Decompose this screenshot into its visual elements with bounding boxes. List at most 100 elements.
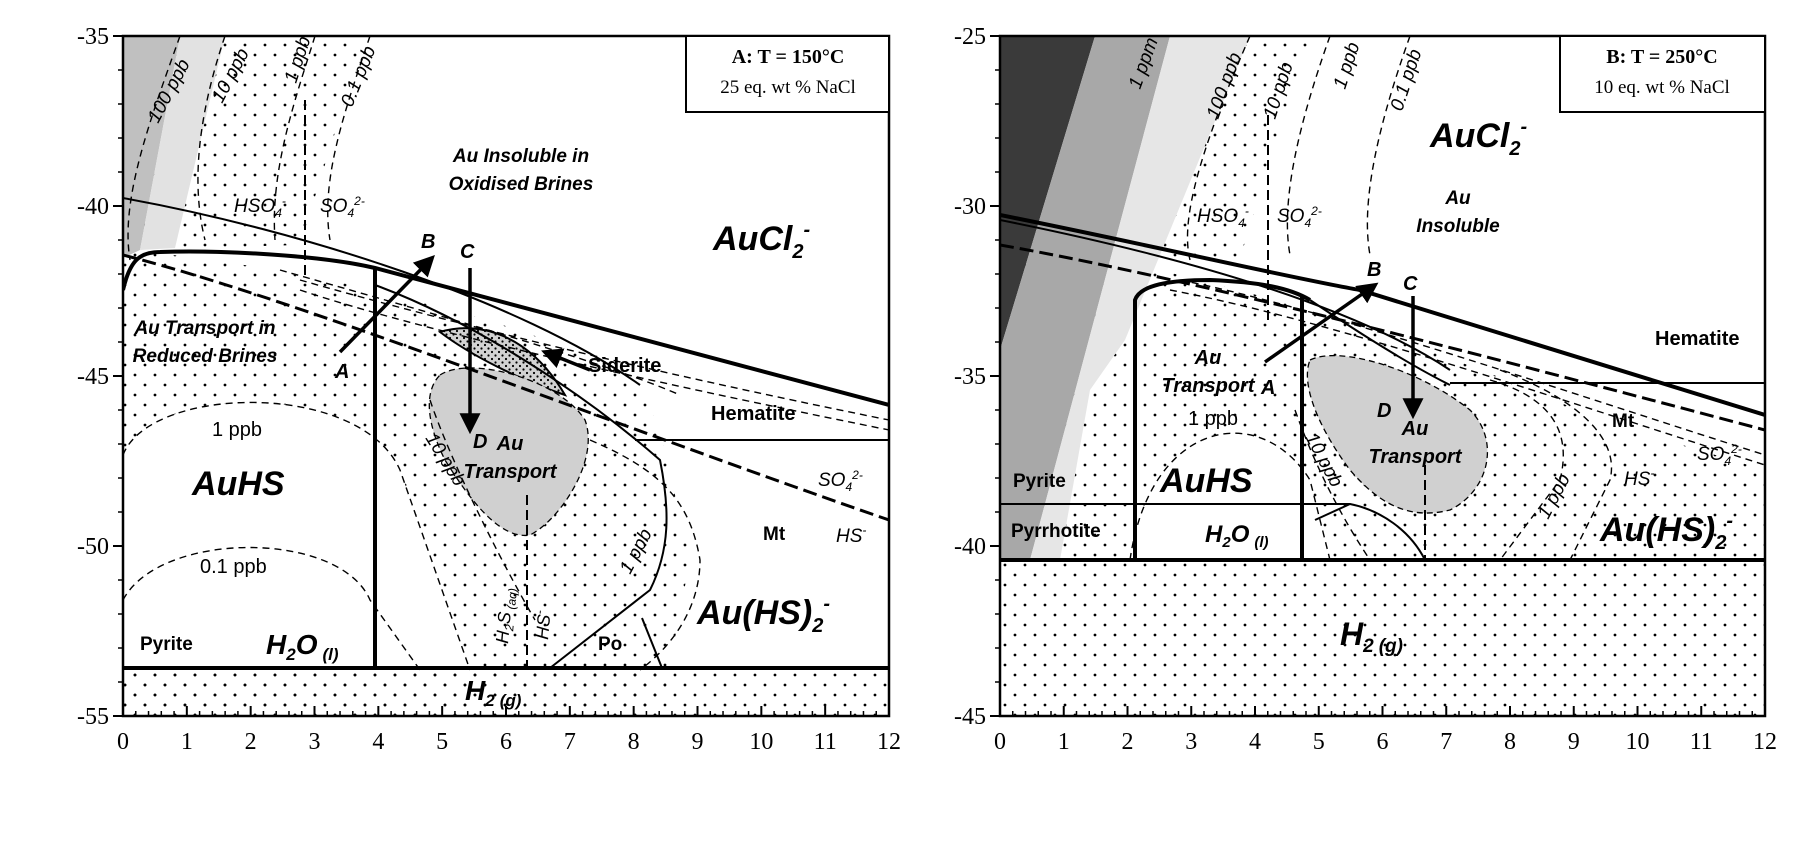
panel-b-label-hematite: Hematite — [1655, 328, 1739, 350]
a-x-tick-label: 8 — [628, 729, 640, 755]
panel-a-label-so4: SO42- — [320, 194, 365, 220]
a-x-tick-label: 6 — [500, 729, 512, 755]
panel-b-label-hs-right: HS- — [1624, 466, 1654, 490]
b-x-tick-label: 11 — [1690, 729, 1713, 755]
panel-a-y-axis: -35 -40 -45 -50 -55 — [77, 24, 123, 730]
panel-b-point-a: A — [1260, 377, 1275, 399]
panel-a-auhs-1ppb-zone — [123, 402, 470, 670]
panel-b-label-insoluble-1: Au — [1444, 188, 1471, 209]
panel-a-point-a: A — [334, 361, 349, 383]
panel-b-subtitle: 10 eq. wt % NaCl — [1594, 77, 1730, 98]
panel-b-title: B: T = 250°C — [1606, 46, 1717, 68]
panel-b-label-h2o: H2O(l) — [1205, 521, 1269, 551]
panel-b-label-insoluble-2: Insoluble — [1416, 216, 1500, 237]
panel-b-label-mt: Mt — [1612, 411, 1635, 432]
panel-b-label-1ppb: 1 ppb — [1330, 40, 1365, 92]
a-x-tick-label: 0 — [117, 729, 129, 755]
panel-b-label-auhs2: Au(HS)2- — [1599, 510, 1733, 554]
a-x-tick-label: 11 — [814, 729, 837, 755]
b-x-tick-label: 1 — [1058, 729, 1070, 755]
panel-b-label-auhs: AuHS — [1159, 462, 1253, 500]
panel-b-auhs-zone — [1130, 433, 1330, 560]
b-x-tick-label: 6 — [1377, 729, 1389, 755]
panel-a-label-1ppb-lower: 1 ppb — [212, 419, 262, 441]
b-y-tick-label: -35 — [954, 364, 986, 390]
panel-a-point-c: C — [460, 241, 475, 263]
panel-a-label-mt: Mt — [763, 524, 786, 545]
a-y-tick-label: -50 — [77, 534, 109, 560]
panel-b-label-hso4: HSO4- — [1197, 204, 1249, 230]
b-x-tick-label: 4 — [1249, 729, 1261, 755]
a-x-tick-label: 3 — [309, 729, 321, 755]
b-x-tick-label: 10 — [1626, 729, 1650, 755]
panel-b-title-box — [1559, 35, 1766, 113]
panel-a-label-transport-reduced-1: Au Transport in — [133, 318, 275, 339]
a-y-tick-label: -35 — [77, 24, 109, 50]
panel-a-label-hematite: Hematite — [711, 403, 795, 425]
panel-b-point-c: C — [1403, 273, 1418, 295]
b-x-tick-label: 7 — [1440, 729, 1452, 755]
a-x-tick-label: 10 — [749, 729, 773, 755]
panel-b-label-so4-right: SO42- — [1697, 442, 1742, 468]
a-y-tick-label: -45 — [77, 364, 109, 390]
panel-b-point-b: B — [1367, 259, 1381, 281]
panel-a-label-hso4: HSO4- — [234, 194, 286, 220]
panel-a-label-so4-right: SO42- — [818, 468, 863, 494]
panel-a-label-siderite: Siderite — [588, 355, 661, 377]
panel-b-gray-10ppb — [1030, 36, 1250, 560]
panel-b-h2g-dotted — [1000, 560, 1765, 716]
panel-a-label-insoluble-2: Oxidised Brines — [449, 174, 594, 195]
a-x-tick-label: 7 — [564, 729, 576, 755]
panel-b-label-au-transport-1: Au — [1401, 418, 1429, 440]
a-y-tick-label: -55 — [77, 704, 109, 730]
panel-b-label-pyrite: Pyrite — [1013, 471, 1066, 492]
panel-a-label-h2g: H2(g) — [465, 675, 522, 710]
b-x-tick-label: 8 — [1504, 729, 1516, 755]
panel-b-au-transport-field — [1306, 354, 1489, 514]
panel-a-title-box — [685, 35, 890, 113]
panel-b-label-so4: SO42- — [1277, 204, 1322, 230]
a-x-tick-label: 1 — [181, 729, 193, 755]
panel-a-label-pyrite: Pyrite — [140, 634, 193, 655]
panel-b-label-1ppb-lower: 1 ppb — [1188, 408, 1238, 430]
panel-a-label-po: Po — [598, 634, 622, 655]
panel-a-label-h2o: H2O(l) — [266, 629, 339, 664]
panel-a-label-auhs: AuHS — [191, 465, 285, 503]
panel-a-title: A: T = 150°C — [732, 46, 845, 68]
panel-a-point-d: D — [473, 431, 487, 453]
panel-a-label-transport-reduced-2: Reduced Brines — [133, 346, 278, 367]
a-x-tick-label: 12 — [877, 729, 901, 755]
a-x-tick-label: 2 — [245, 729, 257, 755]
panel-a-label-hs-right: HS- — [836, 523, 866, 547]
panel-a-label-au-transport-2: Transport — [464, 461, 558, 483]
b-x-tick-label: 9 — [1568, 729, 1580, 755]
b-x-tick-label: 3 — [1185, 729, 1197, 755]
b-y-tick-label: -40 — [954, 534, 986, 560]
panel-b-gray-100ppb — [1000, 36, 1170, 560]
panel-a-gray-100ppb — [123, 36, 180, 258]
panel-a-label-hs-vertical: HS- — [530, 610, 554, 641]
b-x-tick-label: 0 — [994, 729, 1006, 755]
a-x-tick-label: 5 — [436, 729, 448, 755]
panel-a-label-aucl2: AuCl2- — [712, 219, 810, 263]
panel-a-label-auhs2: Au(HS)2- — [696, 593, 830, 637]
panel-b-label-au-transport-left-1: Au — [1194, 347, 1222, 369]
b-x-tick-label: 2 — [1122, 729, 1134, 755]
panel-a-label-insoluble-1: Au Insoluble in — [452, 146, 589, 167]
panel-a-subtitle: 25 eq. wt % NaCl — [720, 77, 856, 98]
panel-b-label-au-transport-2: Transport — [1369, 446, 1463, 468]
b-y-tick-label: -45 — [954, 704, 986, 730]
b-y-tick-label: -30 — [954, 194, 986, 220]
panel-b-point-d: D — [1377, 400, 1391, 422]
a-x-tick-label: 4 — [372, 729, 384, 755]
a-y-tick-label: -40 — [77, 194, 109, 220]
panel-a-gray-10ppb — [140, 36, 225, 250]
panel-b-label-aucl2: AuCl2- — [1429, 116, 1527, 160]
panel-b-label-pyrrhotite: Pyrrhotite — [1011, 521, 1101, 542]
panel-b-y-axis: -25-30-35-40-45 — [954, 24, 1000, 730]
panel-a-label-0-1ppb-lower: 0.1 ppb — [200, 556, 267, 578]
